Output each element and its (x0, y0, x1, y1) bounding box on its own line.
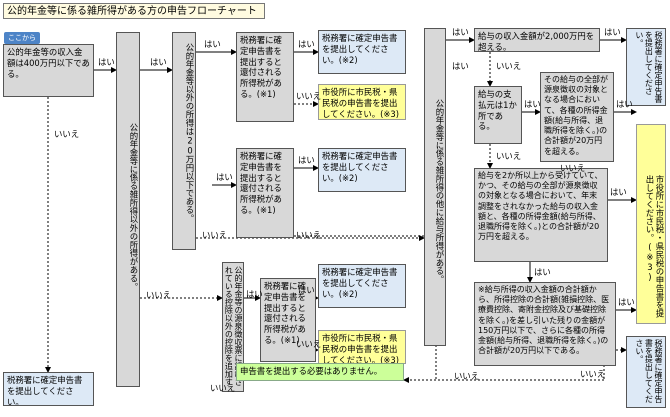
label-yes: はい (524, 99, 541, 109)
result-none: 申告書を提出する必要はありません。 (236, 363, 404, 381)
label-no: いいえ (580, 369, 606, 379)
label-yes: はい (610, 187, 627, 197)
label-no: いいえ (296, 339, 322, 349)
label-no: いいえ (296, 230, 322, 240)
label-yes: はい (246, 289, 263, 299)
label-no: いいえ (454, 371, 480, 381)
result-file-bottom: 税務署に確定申告書を提出してください。 (3, 372, 94, 406)
node-salary-over2000: 給与の収入金額が2,000万円を超える。 (474, 28, 600, 52)
result-file-2a: 税務署に確定申告書を提出してください。(※2) (318, 30, 406, 74)
result-city-3a: 市役所に市民税・県民税の申告書を提出してください。(※3) (318, 84, 406, 120)
label-no: いいえ (202, 230, 228, 240)
label-yes: はい (616, 99, 633, 109)
label-yes: はい (618, 297, 635, 307)
result-file-2c: 税務署に確定申告書を提出してください。(※2) (318, 264, 406, 308)
result-file-right-top: 税務署に確定申告書を提出してください。 (626, 28, 666, 106)
node-refund-1: 税務署に確定申告書を提出すると還付される所得税がある。(※1) (236, 32, 294, 122)
node-single-detail: その給与の全部が源泉徴収の対象となる場合において、各種の所得金額(給与所得、退職… (540, 72, 614, 162)
label-yes: はい (298, 39, 315, 49)
start-tag: ここから (4, 32, 40, 44)
label-yes: はい (216, 172, 233, 182)
node-deduction: 公的年金等の源泉徴収票に記載されている控除以外の控除を追加する。 (222, 262, 244, 392)
label-no: いいえ (54, 129, 80, 139)
label-yes: はい (98, 57, 115, 67)
label-yes: はい (150, 57, 167, 67)
label-yes: はい (604, 27, 621, 37)
result-file-right-bottom: 税務署に確定申告書を提出してください。 (626, 336, 666, 408)
node-other-income: 公的年金等に係る雑所得以外の所得がある。 (116, 32, 140, 387)
result-file-2b: 税務署に確定申告書を提出してください。(※2) (318, 148, 406, 192)
node-multi-payer: 給与を2か所以上から受けていて、かつ、その給与の全部が源泉徴収の対象となる場合に… (474, 168, 608, 262)
node-refund-3: 税務署に確定申告書を提出すると還付される所得税がある。(※1) (260, 278, 316, 362)
node-deduct-calc: ※給与所得の収入金額の合計額から、所得控除の合計額(雑損控除、医療費控除、寄附金… (474, 282, 616, 366)
label-yes: はい (452, 61, 469, 71)
label-no: いいえ (146, 290, 172, 300)
chart-title: 公的年金等に係る雑所得がある方の申告フローチャート (3, 3, 265, 19)
node-refund-2: 税務署に確定申告書を提出すると還付される所得税がある。(※1) (236, 148, 294, 238)
result-city-right: 市役所に市民税・県民税の申告書を提出してください。(※3) (636, 124, 666, 324)
label-no: いいえ (560, 163, 586, 173)
label-yes: はい (204, 39, 221, 49)
node-other-under20: 公的年金等以外の所得は20万円以下である。 (172, 32, 196, 250)
label-no: いいえ (296, 91, 322, 101)
node-single-payer: 給与の支払元は1か所である。 (474, 86, 522, 144)
node-pension-income: 公的年金等の収入金額は400万円以下である。 (3, 44, 94, 97)
label-yes: はい (298, 155, 315, 165)
label-no: いいえ (496, 151, 522, 161)
label-no: いいえ (496, 61, 522, 71)
node-salary-other: 公的年金等に係る雑所得の他に給与所得がある。 (424, 28, 446, 346)
label-yes: はい (452, 27, 469, 37)
label-no: いいえ (210, 383, 236, 393)
label-yes: はい (298, 285, 315, 295)
label-yes: はい (534, 267, 551, 277)
result-city-3c: 市役所に市民税・県民税の申告書を提出してください。(※3) (318, 330, 406, 364)
